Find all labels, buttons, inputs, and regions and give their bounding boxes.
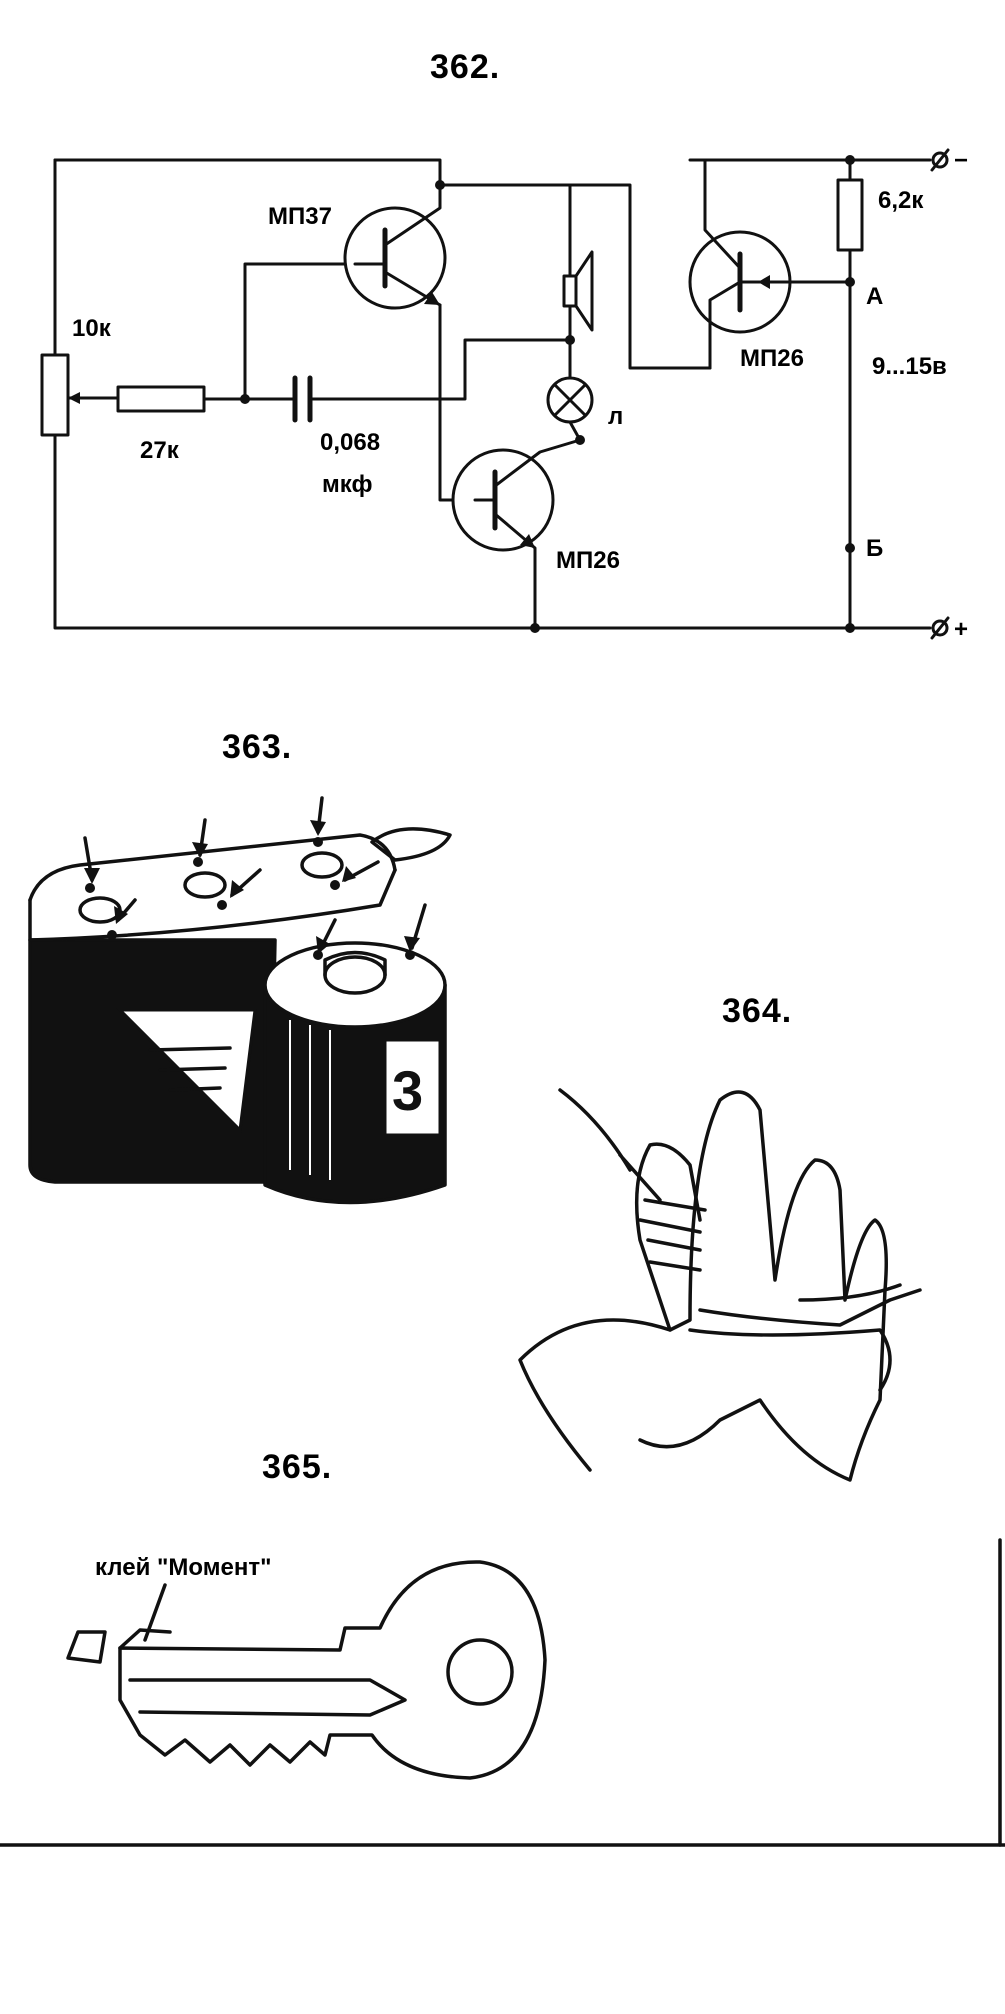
flat-battery <box>28 796 452 1184</box>
label-point-b: Б <box>866 535 883 562</box>
figure-362: 362. 10к 27к 0,068 мкф МП37 <box>40 48 968 643</box>
bottom-wire <box>53 433 932 630</box>
capacitor-wire <box>308 338 572 401</box>
hand-drawing <box>518 1088 922 1482</box>
figure-363: 363. <box>28 728 452 1205</box>
q1-base-wire <box>243 262 357 401</box>
figure-365-title: 365. <box>262 1448 332 1486</box>
label-supply: 9...15в <box>872 353 947 380</box>
figure-364: 364. <box>518 992 922 1482</box>
pot-wiper-arrow <box>68 392 80 404</box>
key-fragment <box>66 1630 107 1664</box>
label-capacitor-unit: мкф <box>322 471 372 498</box>
label-glue: клей "Момент" <box>95 1554 271 1581</box>
transistor-mp26-lower <box>451 448 555 552</box>
figure-363-title: 363. <box>222 728 292 766</box>
q1-collector <box>383 183 442 247</box>
label-q2: МП26 <box>556 547 620 574</box>
label-q1: МП37 <box>268 203 332 230</box>
q2-collector <box>493 438 582 488</box>
resistor-6-2k <box>836 178 864 252</box>
label-term-minus: − <box>954 147 968 174</box>
label-capacitor-value: 0,068 <box>320 429 380 456</box>
speaker-wire-top <box>438 183 572 342</box>
label-pot: 10к <box>72 315 112 342</box>
key-drawing <box>66 1560 547 1780</box>
capacitor-0068 <box>292 375 313 423</box>
speaker-cone <box>574 250 594 332</box>
top-wire-left <box>53 158 442 187</box>
label-point-a: А <box>866 283 883 310</box>
speaker-icon <box>562 274 578 308</box>
potentiometer-10k <box>40 353 70 437</box>
transistor-mp37 <box>343 206 447 310</box>
q3-collector <box>703 158 742 270</box>
round-battery-label: 3 <box>392 1059 423 1122</box>
label-lamp: л <box>608 403 623 430</box>
resistor-27k <box>116 385 206 413</box>
label-r-top: 6,2к <box>878 187 924 214</box>
q3-base-wire <box>568 183 712 370</box>
key-hole <box>446 1638 514 1706</box>
top-wire-right <box>688 158 852 182</box>
figure-362-title: 362. <box>430 48 500 86</box>
label-term-plus: + <box>954 616 968 643</box>
label-q3: МП26 <box>740 345 804 372</box>
label-resistor: 27к <box>140 437 180 464</box>
round-battery: 3 <box>263 903 447 1205</box>
figure-365: 365. клей "Момент" <box>66 1448 547 1780</box>
figure-364-title: 364. <box>722 992 792 1030</box>
